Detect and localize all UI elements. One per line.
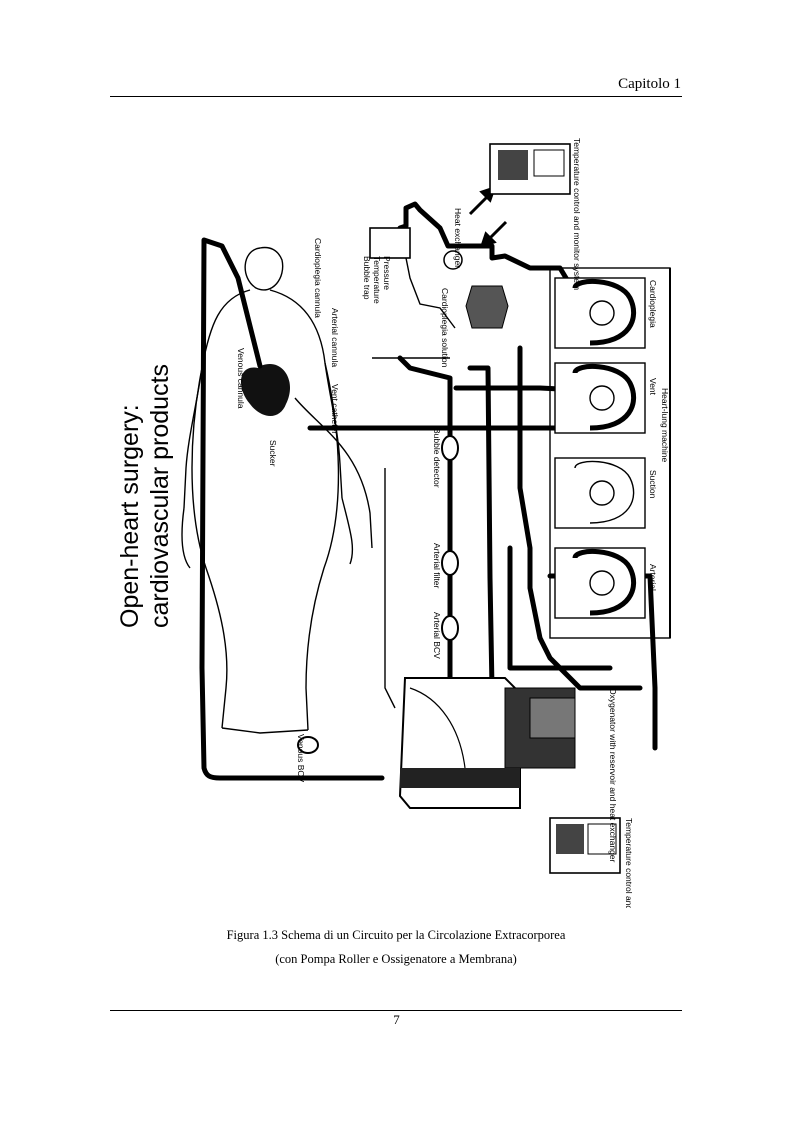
- caption-line-1: Figura 1.3 Schema di un Circuito per la …: [226, 928, 566, 942]
- patient-body-outline: [181, 246, 354, 734]
- bubble-detector: [441, 435, 459, 461]
- figure-title: Open-heart surgery: cardiovascular produ…: [116, 364, 174, 628]
- roller-pump-suction: [554, 457, 646, 529]
- label-pump-arterial: Arterial: [648, 564, 658, 591]
- label-temp-control-top: Temperature control and monitor system: [572, 138, 582, 290]
- page-number: 7: [393, 1012, 400, 1027]
- label-heart-lung-machine: Heart-lung machine: [660, 388, 670, 462]
- temperature-monitor-bottom: [549, 817, 621, 874]
- cardioplegia-bag: [465, 285, 509, 329]
- label-pressure: Pressure: [382, 256, 392, 290]
- heat-exchanger-arrows: [468, 185, 508, 249]
- label-cardioplegia-cannula: Cardioplegia cannula: [313, 238, 323, 318]
- heat-exchanger-coupling: [443, 250, 463, 270]
- roller-pump-arterial: [554, 547, 646, 619]
- label-sucker: Sucker: [268, 440, 278, 467]
- heart-lung-machine: [549, 267, 671, 639]
- figure-caption: Figura 1.3 Schema di un Circuito per la …: [110, 923, 682, 971]
- label-bubble-detector: Bubble detector: [432, 428, 442, 488]
- roller-pump-cardioplegia: [554, 277, 646, 349]
- label-pump-cardioplegia: Cardioplegia: [648, 280, 658, 328]
- header-rule: [110, 96, 682, 97]
- running-head-chapter: Capitolo 1: [618, 76, 681, 92]
- label-heat-exchanger: Heat exchanger: [453, 208, 463, 268]
- label-temperature: Temperature: [372, 256, 382, 304]
- label-arterial-cannula: Arterial cannula: [330, 308, 340, 367]
- arterial-bcv: [441, 615, 459, 641]
- caption-line-2: (con Pompa Roller e Ossigenatore a Membr…: [275, 952, 517, 966]
- bubble-trap: [369, 227, 411, 259]
- circuit-tubing-thin: [294, 227, 456, 709]
- heart-illustration: [240, 364, 291, 416]
- figure-diagram: Open-heart surgery: cardiovascular produ…: [116, 138, 671, 908]
- figure-title-line2: cardiovascular products: [146, 364, 174, 628]
- label-bubble-trap: Bubble trap: [362, 256, 372, 300]
- label-oxygenator: Oxygenator with reservoir and heat excha…: [608, 688, 618, 863]
- roller-pump-vent: [554, 362, 646, 434]
- oxygenator-reservoir: [398, 677, 576, 809]
- footer-rule: [110, 1010, 682, 1011]
- label-vent-catheter: Vent catheter: [330, 384, 340, 434]
- label-cardioplegia-solution: Cardioplegia solution: [440, 288, 450, 368]
- label-pump-suction: Suction: [648, 470, 658, 499]
- label-temp-control-bottom: Temperature control and monitor system: [624, 818, 634, 908]
- venous-bcv: [297, 736, 319, 754]
- label-venous-cannula: Venous cannula: [236, 348, 246, 409]
- label-pump-vent: Vent: [648, 378, 658, 396]
- label-arterial-bcv: Arterial BCV: [432, 612, 442, 659]
- label-venous-bcv: Venous BCV: [296, 734, 306, 783]
- figure-cardiopulmonary-bypass: Open-heart surgery: cardiovascular produ…: [110, 128, 685, 908]
- arterial-filter: [441, 550, 459, 576]
- temperature-monitor-top: [489, 143, 571, 195]
- label-arterial-filter: Arterial filter: [432, 543, 442, 589]
- figure-title-line1: Open-heart surgery:: [116, 404, 144, 628]
